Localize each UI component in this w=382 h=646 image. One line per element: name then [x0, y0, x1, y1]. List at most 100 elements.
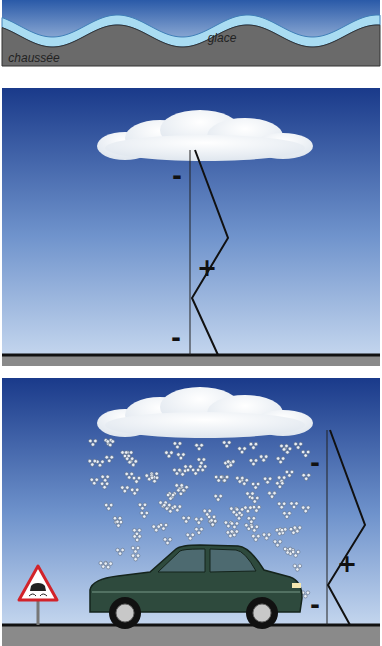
sign-label: -	[310, 593, 320, 617]
ice-pellet	[150, 476, 159, 483]
ice-pellet	[252, 534, 261, 541]
cloud-puff	[105, 412, 305, 438]
ice-pellet	[150, 472, 159, 479]
ice-pellet	[252, 505, 261, 512]
ice-pellet	[106, 440, 115, 447]
ice-pellet	[250, 496, 259, 503]
ice-pellet	[173, 505, 182, 512]
ice-pellet	[230, 530, 239, 537]
ice-pellet	[165, 451, 174, 458]
ice-pellet	[178, 469, 187, 476]
ice-pellet	[90, 478, 99, 485]
ice-pellet	[163, 538, 172, 545]
ice-pellet	[276, 457, 285, 464]
ground	[2, 356, 380, 366]
cloud	[97, 387, 313, 438]
ice-layer	[2, 15, 380, 47]
ice-pellet	[131, 554, 140, 561]
ice-pellet	[262, 533, 271, 540]
ice-pellet	[121, 486, 130, 493]
road-surface	[2, 25, 380, 66]
ice-pellet	[294, 442, 303, 449]
ice-pellet	[236, 476, 245, 483]
ice-pellet	[105, 456, 114, 463]
ice-pellet	[184, 465, 193, 472]
ice-pellet	[280, 444, 289, 451]
ice-pellet	[235, 508, 244, 515]
ice-pellet	[195, 517, 204, 524]
warning-sign	[19, 566, 57, 625]
ice-pellet	[290, 502, 299, 509]
ice-pellet	[138, 503, 147, 510]
ice-pellet	[104, 562, 113, 569]
ice-pellet	[302, 473, 311, 480]
ice-pellet	[88, 459, 97, 466]
ice-pellet	[140, 511, 149, 518]
ice-pellet	[249, 459, 258, 466]
ice-pellet	[245, 523, 254, 530]
sign-label: +	[337, 552, 357, 576]
ice-pellet	[247, 516, 256, 523]
car	[90, 545, 302, 629]
ice-pellet	[230, 507, 239, 514]
ice-pellet	[285, 470, 294, 477]
temperature-profile	[328, 430, 365, 625]
ice-pellet	[96, 460, 105, 467]
ice-pellet	[283, 511, 292, 518]
ice-pellet	[177, 453, 186, 460]
ice-pellet	[125, 457, 134, 464]
ice-pellet	[125, 472, 134, 479]
ground-line	[2, 354, 380, 357]
ice-pellet	[130, 488, 139, 495]
ice-pellet	[197, 458, 206, 465]
ice-pellet	[173, 468, 182, 475]
ice-pellet	[133, 535, 142, 542]
ice-pellet	[152, 525, 161, 532]
cloud-puff	[105, 135, 305, 161]
temperature-profile	[192, 150, 228, 355]
ice-pellet	[116, 548, 125, 555]
ice-pellet	[293, 564, 302, 571]
sign-label: -	[310, 451, 320, 475]
ice-pellet	[186, 533, 195, 540]
ground-line	[2, 624, 380, 627]
ice-pellet	[226, 460, 235, 467]
ice-pellet	[214, 494, 223, 501]
ice-pellet	[301, 506, 310, 513]
ice-pellet	[132, 476, 141, 483]
ice-pellet	[195, 527, 204, 534]
ice-pellet	[273, 540, 282, 547]
ice-pellet	[101, 475, 110, 482]
ice-pellet	[244, 506, 253, 513]
ice-pellet	[203, 509, 212, 516]
ice-pellet	[283, 447, 292, 454]
ice-pellet	[249, 442, 258, 449]
ice-pellet	[145, 474, 154, 481]
ice-pellet	[89, 439, 98, 446]
ground	[2, 626, 380, 646]
ice-pellet	[191, 468, 200, 475]
ice-pellet	[166, 493, 175, 500]
ice-pellet	[238, 447, 247, 454]
ice-pellet	[250, 525, 259, 532]
sky-panel	[2, 88, 380, 356]
cloud	[97, 110, 313, 161]
ice-pellet	[195, 443, 204, 450]
ice-pellet	[100, 482, 109, 489]
ice-pellet	[214, 475, 223, 482]
ice-pellet	[291, 550, 300, 557]
layer-label: chaussée	[8, 52, 59, 64]
sign-label: -	[171, 326, 181, 350]
sky-panel	[2, 378, 380, 626]
sky-strip	[2, 0, 380, 66]
ice-pellet	[278, 528, 287, 535]
layer-label: glace	[208, 32, 237, 44]
ice-pellet	[246, 492, 255, 499]
ice-pellet	[222, 441, 231, 448]
ice-pellet	[208, 519, 217, 526]
ice-pellet	[220, 475, 229, 482]
ice-pellet	[131, 546, 140, 553]
ice-pellet	[104, 503, 113, 510]
ice-pellet	[207, 515, 216, 522]
